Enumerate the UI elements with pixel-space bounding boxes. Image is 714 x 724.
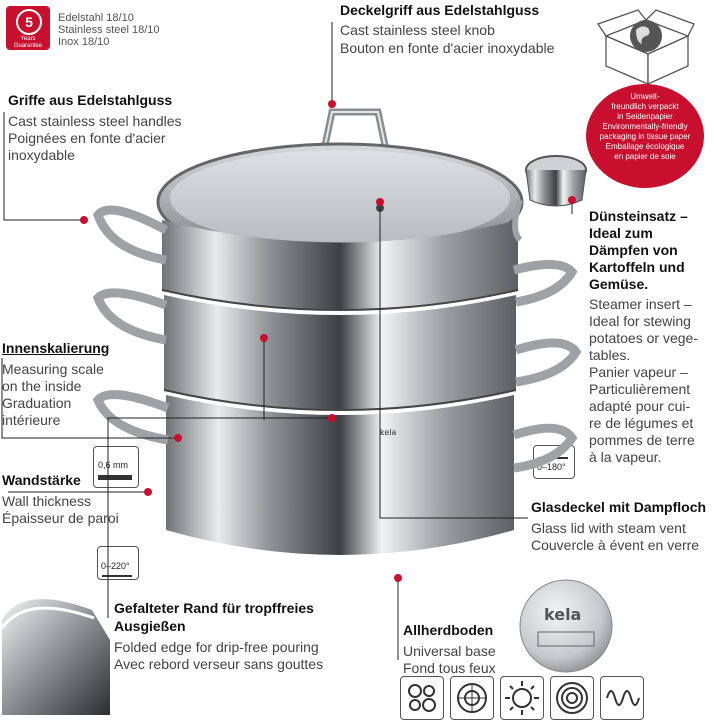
steamer-fr-3: adapté pour cui- (589, 398, 691, 414)
steamer-en-3: potatoes or vege- (589, 330, 698, 346)
guarantee-years: 5 (16, 9, 42, 35)
handles-fr1: Poignées en fonte d'acier (8, 130, 166, 146)
base-logo: kela (544, 605, 581, 624)
steamer-fr-4: re de légumes et (589, 415, 694, 431)
steamer-title-5: Gemüse. (589, 276, 649, 292)
glass-lid-title: Glasdeckel mit Dampfloch (531, 499, 707, 515)
guarantee-line1: Years (20, 36, 36, 42)
steamer-text: Steamer insert – Ideal for stewing potat… (589, 296, 698, 466)
steamer-title-3: Dämpfen von (589, 242, 678, 258)
steamer-title-2: Ideal zum (589, 225, 653, 241)
eco-line: packaging in tissue paper (599, 132, 691, 141)
lid-temperature-label: 0–180° (537, 462, 566, 472)
scale-title: Innenskalierung (2, 340, 110, 356)
base-fr: Fond tous feux (403, 660, 496, 676)
rim-title-1: Gefalteter Rand für tropffreies (114, 600, 314, 616)
steamer-title-4: Kartoffeln und (589, 259, 685, 275)
steamer-title-1: Dünsteinsatz – (589, 208, 688, 224)
handles-fr2: inoxydable (8, 147, 75, 163)
wall-fr: Épaisseur de paroi (2, 510, 119, 526)
rim-title-2: Ausgießen (114, 618, 186, 634)
ceramic-hob-icon (450, 676, 494, 720)
material-en: Stainless steel 18/10 (58, 24, 160, 36)
eco-line: Environmentally-friendly (602, 122, 688, 131)
eco-line: en papier de soie (614, 152, 676, 161)
glass-lid-fr: Couvercle à évent en verre (531, 537, 700, 553)
folded-rim-image (2, 599, 110, 715)
base-disc-image: kela (519, 579, 613, 673)
wall-thickness-value: 0,6 mm (98, 460, 129, 470)
wall-thickness-icon: 0,6 mm (93, 446, 139, 488)
wall-title: Wandstärke (2, 472, 81, 488)
material-fr: Inox 18/10 (58, 36, 110, 48)
scale-fr-1: Graduation (2, 395, 72, 411)
globe-box-icon (596, 9, 695, 86)
electric-hob-icon (400, 676, 444, 720)
base-title: Allherdboden (403, 622, 494, 638)
steamer-title: Dünsteinsatz – Ideal zum Dämpfen von Kar… (589, 208, 688, 293)
glass-lid-en: Glass lid with steam vent (531, 520, 686, 536)
eco-line: Emballage écologique (605, 142, 685, 151)
eco-line: in Seidenpapier (617, 112, 673, 121)
material-de: Edelstahl 18/10 (58, 12, 134, 24)
steamer-fr-6: à la vapeur. (589, 449, 662, 465)
wall-en: Wall thickness (2, 493, 91, 509)
lid-knob-fr: Bouton en fonte d'acier inoxydable (340, 40, 555, 56)
scale-fr-2: intérieure (2, 412, 61, 428)
scale-text: Measuring scale on the inside Graduation… (2, 361, 104, 429)
eco-line: Umwelt- (630, 92, 660, 101)
steamer-fr-1: Panier vapeur – (589, 364, 688, 380)
scale-en-2: on the inside (2, 378, 82, 394)
pot-logo: kela (380, 428, 396, 437)
eco-line: freundlich verpackt (611, 102, 679, 111)
steamer-fr-5: pommes de terre (589, 432, 695, 448)
steamer-en-2: Ideal for stewing (589, 313, 691, 329)
steamer-en-1: Steamer insert – (589, 296, 692, 312)
material-info: Edelstahl 18/10 Stainless steel 18/10 In… (58, 12, 160, 48)
scale-en-1: Measuring scale (2, 361, 104, 377)
rim-fr: Avec rebord verseur sans gouttes (114, 656, 324, 672)
lid-knob-en: Cast stainless steel knob (340, 22, 495, 38)
pot-temperature-label: 0–220° (101, 561, 130, 571)
steamer-en-4: tables. (589, 347, 631, 363)
rim-en: Folded edge for drip-free pouring (114, 639, 319, 655)
lid-knob-title: Deckelgriff aus Edelstahlguss (340, 2, 540, 18)
guarantee-line2: Guarantee (13, 43, 43, 49)
pot-temperature-icon: 0–220° (97, 546, 139, 580)
handles-title: Griffe aus Edelstahlguss (8, 92, 173, 108)
handles-en: Cast stainless steel handles (8, 113, 182, 129)
base-en: Universal base (403, 643, 496, 659)
gas-hob-icon (500, 676, 544, 720)
steamer-fr-2: Particulièrement (589, 381, 691, 397)
guarantee-badge: 5 Years Guarantee (6, 6, 50, 50)
steamer-pot-image: kela (92, 108, 587, 555)
eco-packaging-badge: Umwelt- freundlich verpackt in Seidenpap… (586, 84, 704, 188)
